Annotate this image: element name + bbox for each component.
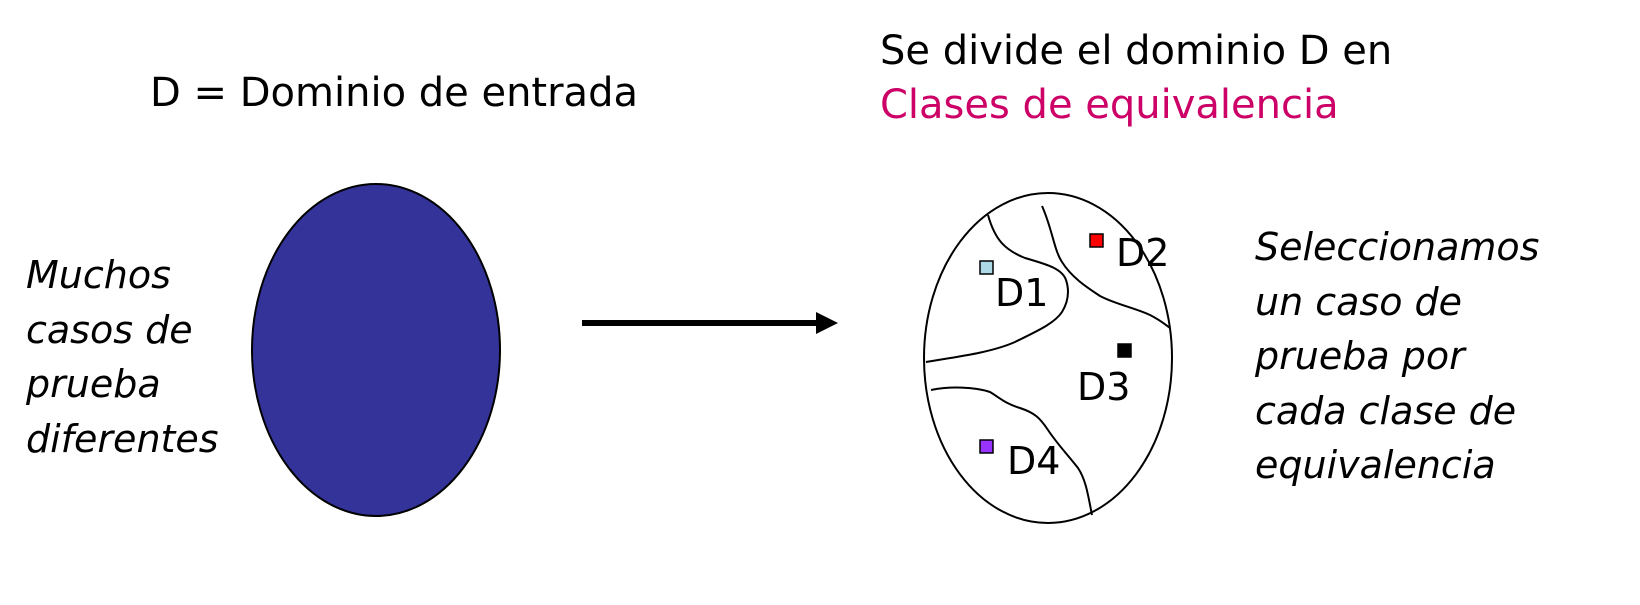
boundary-d1: [925, 214, 1070, 363]
right-note-line: equivalencia: [1255, 443, 1496, 487]
right-note-line: prueba por: [1255, 334, 1465, 378]
left-note-line: casos de: [26, 307, 193, 352]
right-note-line: Seleccionamos: [1255, 225, 1540, 269]
boundary-d2: [1041, 205, 1171, 329]
d4-label: D4: [1007, 439, 1060, 483]
left-note-line: prueba: [26, 362, 161, 406]
many-test-cases-note: Muchos casos de prueba diferentes: [26, 248, 219, 466]
left-note-line: Muchos: [26, 253, 171, 297]
select-one-case-note: Seleccionamos un caso de prueba por cada…: [1255, 220, 1539, 493]
d2-label: D2: [1116, 231, 1169, 275]
right-note-line: cada clase de: [1255, 388, 1517, 433]
arrow-icon: [582, 312, 838, 334]
d3-marker: [1117, 343, 1132, 358]
d1-label: D1: [995, 271, 1048, 315]
boundary-d4: [930, 386, 1093, 516]
input-domain-ellipse: [251, 183, 501, 517]
left-note-line: diferentes: [26, 416, 219, 461]
input-domain-title: D = Dominio de entrada: [150, 70, 638, 116]
d2-marker: [1089, 233, 1104, 248]
partition-boundaries: [925, 205, 1171, 516]
right-note-line: un caso de: [1255, 279, 1463, 324]
d1-marker: [979, 260, 994, 275]
partition-title-line2: Clases de equivalencia: [880, 82, 1339, 128]
partition-title-line1: Se divide el dominio D en: [880, 28, 1393, 74]
d4-marker: [979, 439, 994, 454]
d3-label: D3: [1077, 365, 1130, 409]
